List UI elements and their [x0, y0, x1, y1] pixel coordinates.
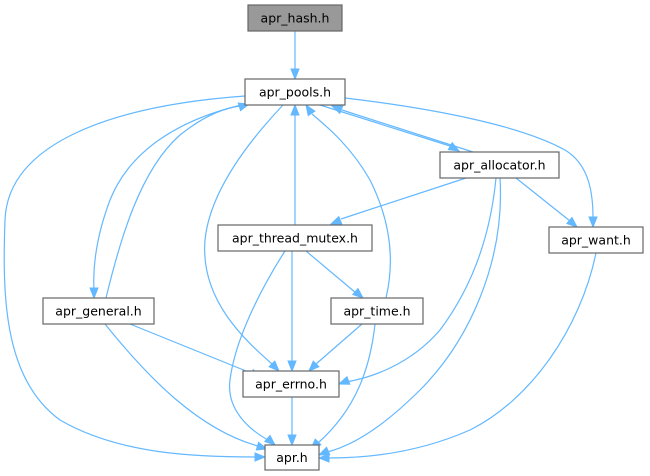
edge-line	[341, 109, 474, 153]
edge-apr-thread-mutex-to-apr	[229, 250, 286, 446]
edge-line	[344, 97, 594, 219]
edge-line	[229, 250, 286, 441]
arrowhead-icon	[337, 375, 351, 385]
node-apr-time[interactable]: apr_time.h	[330, 297, 424, 325]
arrowhead-icon	[308, 360, 320, 372]
edge-line	[317, 323, 376, 444]
edge-apr-pools-to-apr	[3, 95, 267, 462]
edge-line	[104, 323, 259, 447]
arrowhead-icon	[89, 287, 99, 300]
nodes-layer: apr_hash.h apr_pools.h apr_allocator.h a…	[42, 4, 644, 471]
node-label-apr-thread-mutex: apr_thread_mutex.h	[232, 231, 358, 246]
edge-line	[326, 177, 502, 453]
edge-apr-allocator-to-apr-want	[515, 177, 579, 228]
edge-line	[345, 177, 497, 383]
edge-apr-general-to-apr-pools	[105, 102, 251, 299]
arrowhead-icon	[290, 68, 300, 81]
edge-apr-errno-to-apr	[287, 397, 297, 447]
edge-line	[340, 177, 467, 220]
edge-line	[515, 177, 571, 222]
edge-apr-pools-to-apr-general	[89, 102, 251, 300]
node-label-apr-general: apr_general.h	[55, 304, 141, 319]
arrowhead-icon	[565, 216, 579, 228]
node-label-apr-allocator: apr_allocator.h	[453, 158, 545, 173]
arrowhead-icon	[317, 446, 331, 456]
edge-apr-pools-to-apr-errno	[204, 104, 284, 372]
node-apr-pools[interactable]: apr_pools.h	[244, 78, 346, 106]
arrowhead-icon	[287, 360, 297, 373]
edge-line	[93, 102, 251, 291]
node-apr-thread-mutex[interactable]: apr_thread_mutex.h	[217, 224, 373, 252]
arrowhead-icon	[254, 452, 267, 462]
edge-line	[311, 113, 391, 299]
node-apr-errno[interactable]: apr_errno.h	[242, 370, 340, 398]
node-apr-want[interactable]: apr_want.h	[548, 226, 644, 254]
edges-layer	[3, 31, 598, 463]
edge-apr-general-to-apr-errno	[129, 323, 263, 378]
node-apr[interactable]: apr.h	[264, 444, 320, 471]
node-label-apr-want: apr_want.h	[561, 233, 631, 248]
edge-apr-time-to-apr-errno	[308, 323, 363, 372]
arrowhead-icon	[268, 360, 280, 372]
arrowhead-icon	[290, 103, 300, 116]
node-apr-hash[interactable]: apr_hash.h	[247, 4, 343, 32]
edge-apr-hash-to-apr-pools	[290, 31, 300, 81]
arrowhead-icon	[330, 105, 344, 115]
edge-line	[3, 95, 256, 458]
arrowhead-icon	[329, 215, 343, 225]
edge-apr-allocator-to-apr-pools	[330, 105, 474, 153]
arrowhead-icon	[263, 434, 277, 446]
node-label-apr-errno: apr_errno.h	[255, 377, 327, 392]
node-apr-general[interactable]: apr_general.h	[42, 297, 155, 325]
edge-line	[315, 323, 363, 365]
edge-apr-allocator-to-apr	[317, 177, 502, 456]
edge-apr-want-to-apr	[317, 252, 597, 463]
node-label-apr-pools: apr_pools.h	[259, 85, 331, 100]
arrowhead-icon	[317, 453, 330, 463]
node-apr-allocator[interactable]: apr_allocator.h	[439, 151, 560, 179]
edge-line	[305, 250, 357, 294]
edge-apr-general-to-apr	[104, 323, 269, 451]
arrowhead-icon	[588, 216, 598, 229]
edge-apr-thread-mutex-to-apr-time	[305, 250, 365, 299]
node-label-apr: apr.h	[276, 450, 307, 465]
edge-apr-thread-mutex-to-apr-errno	[287, 251, 297, 373]
arrowhead-icon	[305, 103, 316, 117]
arrowhead-icon	[255, 441, 269, 451]
edge-apr-pools-to-apr-want	[344, 97, 598, 229]
edge-apr-allocator-to-apr-errno	[337, 177, 497, 385]
edge-line	[129, 323, 252, 374]
edge-line	[204, 104, 284, 365]
node-label-apr-hash: apr_hash.h	[261, 11, 330, 26]
edge-line	[328, 252, 597, 459]
edge-apr-allocator-to-apr-thread-mutex	[329, 177, 467, 225]
edge-line	[105, 105, 241, 299]
node-label-apr-time: apr_time.h	[343, 304, 410, 319]
arrowhead-icon	[351, 287, 365, 299]
edge-apr-time-to-apr-pools	[305, 103, 391, 299]
arrowhead-icon	[287, 434, 297, 447]
edge-line	[319, 104, 451, 147]
edge-apr-thread-mutex-to-apr-pools	[290, 103, 300, 225]
